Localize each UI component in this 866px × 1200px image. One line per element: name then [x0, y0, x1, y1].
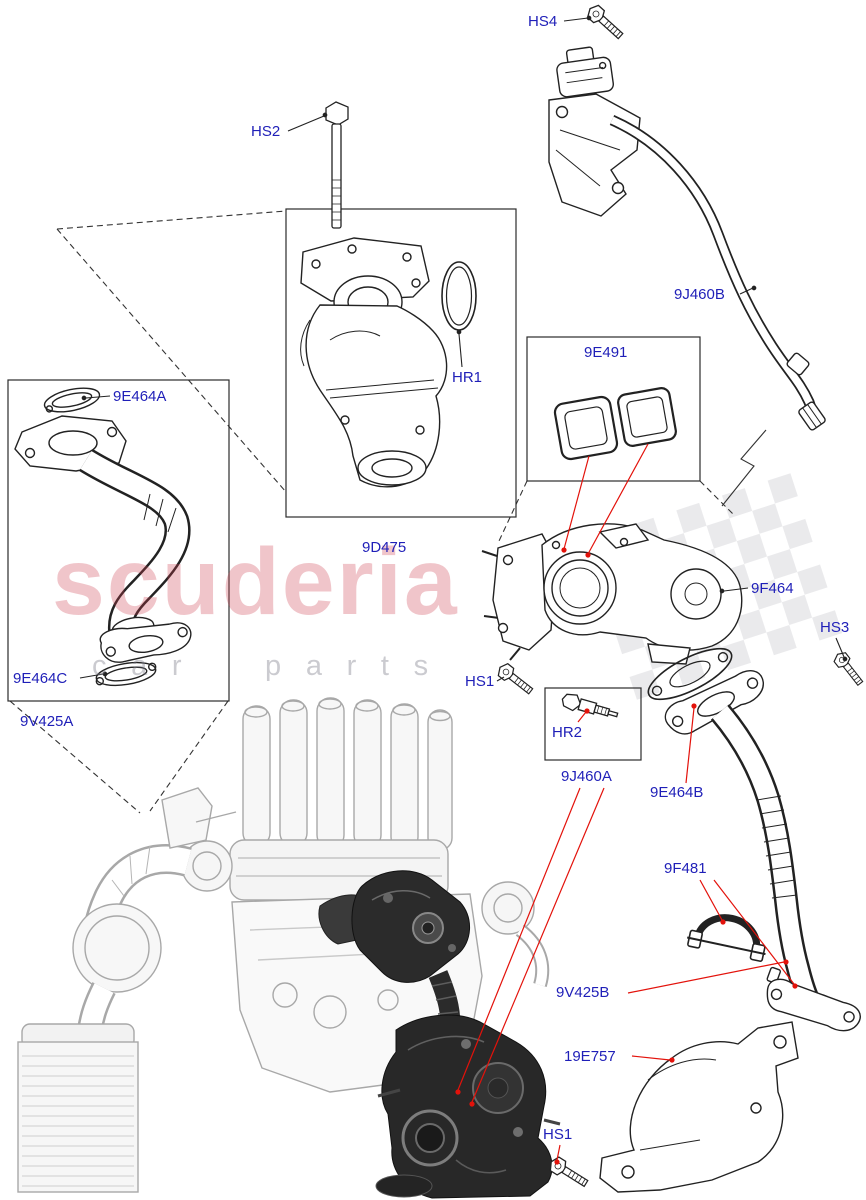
part-label-9j460a: 9J460A: [561, 768, 612, 785]
gasket-kit-box: [526, 336, 701, 482]
sensor-drawing: [561, 693, 619, 718]
egr-pipe-left-drawing: [14, 387, 192, 687]
part-label-9v425b: 9V425B: [556, 984, 610, 1001]
part-label-hr1: HR1: [452, 369, 483, 386]
turbo-box: [285, 208, 517, 518]
part-label-19e757: 19E757: [564, 1048, 616, 1065]
downpipe-drawing: [647, 647, 861, 1032]
oring-drawing: [441, 261, 477, 331]
part-label-9e464c: 9E464C: [13, 670, 68, 687]
part-label-9f481: 9F481: [664, 860, 707, 877]
gasket-kit-drawing: [553, 387, 677, 461]
egr-tube-upper-drawing: [548, 46, 826, 431]
break-mark: [721, 429, 767, 507]
part-label-9v425a: 9V425A: [20, 713, 74, 730]
leader-lines-dark: [79, 15, 848, 682]
part-label-hr2: HR2: [552, 724, 583, 741]
part-label-9f464: 9F464: [751, 580, 794, 597]
bolt-hs1-bottom-drawing: [546, 1154, 591, 1191]
bolt-hs2-drawing: [325, 101, 349, 229]
part-label-9e464a: 9E464A: [113, 388, 167, 405]
part-label-9j460b: 9J460B: [674, 286, 725, 303]
egr-valve-installed-drawing: [318, 870, 561, 1199]
part-label-hs3: HS3: [820, 619, 850, 636]
bracket-drawing: [599, 1021, 799, 1193]
leader-lines-red: [455, 443, 798, 1165]
bolt-hs4-drawing: [584, 2, 627, 43]
part-label-hs2: HS2: [251, 123, 281, 140]
left-pipe-box: [7, 379, 230, 702]
part-label-9d475: 9D475: [362, 539, 407, 556]
sensor-box: [544, 687, 642, 761]
projection-lines: [9, 210, 736, 814]
clamp-drawing: [687, 914, 766, 962]
egr-valve-drawing: [481, 523, 743, 665]
bolt-hs1-mid-drawing: [494, 660, 537, 698]
bolt-hs3-drawing: [831, 649, 866, 689]
detail-boxes: [7, 208, 701, 761]
turbocharger-drawing: [300, 237, 448, 488]
part-label-hs1-bottom: HS1: [543, 1126, 573, 1143]
part-label-hs1-mid: HS1: [465, 673, 495, 690]
part-label-9e464b: 9E464B: [650, 784, 704, 801]
part-label-hs4: HS4: [528, 13, 558, 30]
part-label-9e491: 9E491: [584, 344, 628, 361]
